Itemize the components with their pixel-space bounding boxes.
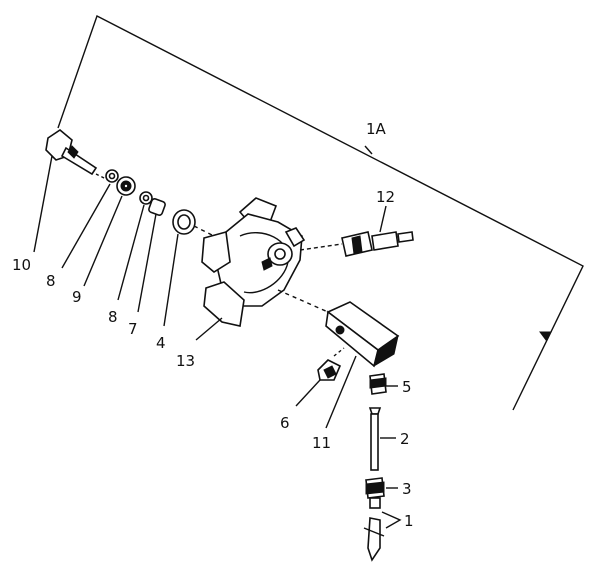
part-7-bushing: [148, 198, 166, 216]
part-2-tube: [368, 407, 382, 471]
callout-10: 10: [12, 256, 31, 274]
part-1-tube: [363, 517, 385, 562]
callout-2: 2: [400, 430, 410, 448]
part-3-ferrule: [365, 477, 385, 509]
part-11-valve-block: [325, 301, 400, 368]
callout-7: 7: [128, 320, 138, 338]
leader-6: [295, 379, 321, 407]
callout-5: 5: [402, 378, 412, 396]
part-8-washer: [105, 169, 119, 183]
part-6-fitting: [317, 347, 345, 381]
leader-11: [325, 355, 357, 429]
part-8-washer-2: [139, 191, 153, 205]
leader-8a: [61, 183, 111, 269]
callout-13: 13: [176, 352, 195, 370]
callout-12: 12: [376, 188, 395, 206]
leader-4: [163, 233, 179, 327]
axis-line-left: [193, 225, 227, 243]
leader-1: [381, 511, 402, 529]
part-12-fitting: [299, 231, 414, 257]
axis-line-right: [277, 289, 329, 313]
callout-1A: 1A: [366, 120, 387, 138]
callout-6: 6: [280, 414, 290, 432]
part-9-spring: [116, 176, 136, 196]
callout-3: 3: [402, 480, 412, 498]
callout-8b: 8: [108, 308, 118, 326]
part-5-nut: [369, 373, 387, 395]
assembly-bracket: [57, 15, 584, 411]
leader-8b: [117, 204, 145, 301]
part-13-housing: [201, 197, 306, 327]
callout-11: 11: [312, 434, 331, 452]
part-4-gasket: [172, 209, 196, 235]
callout-4: 4: [156, 334, 166, 352]
part-10-sensor: [45, 129, 109, 181]
leader-12: [379, 205, 387, 233]
leader-13: [195, 317, 223, 341]
leader-9: [83, 195, 123, 287]
callout-8a: 8: [46, 272, 56, 290]
leader-7: [137, 213, 157, 313]
callout-9: 9: [72, 288, 82, 306]
leader-10: [33, 155, 53, 253]
callout-1: 1: [404, 512, 414, 530]
